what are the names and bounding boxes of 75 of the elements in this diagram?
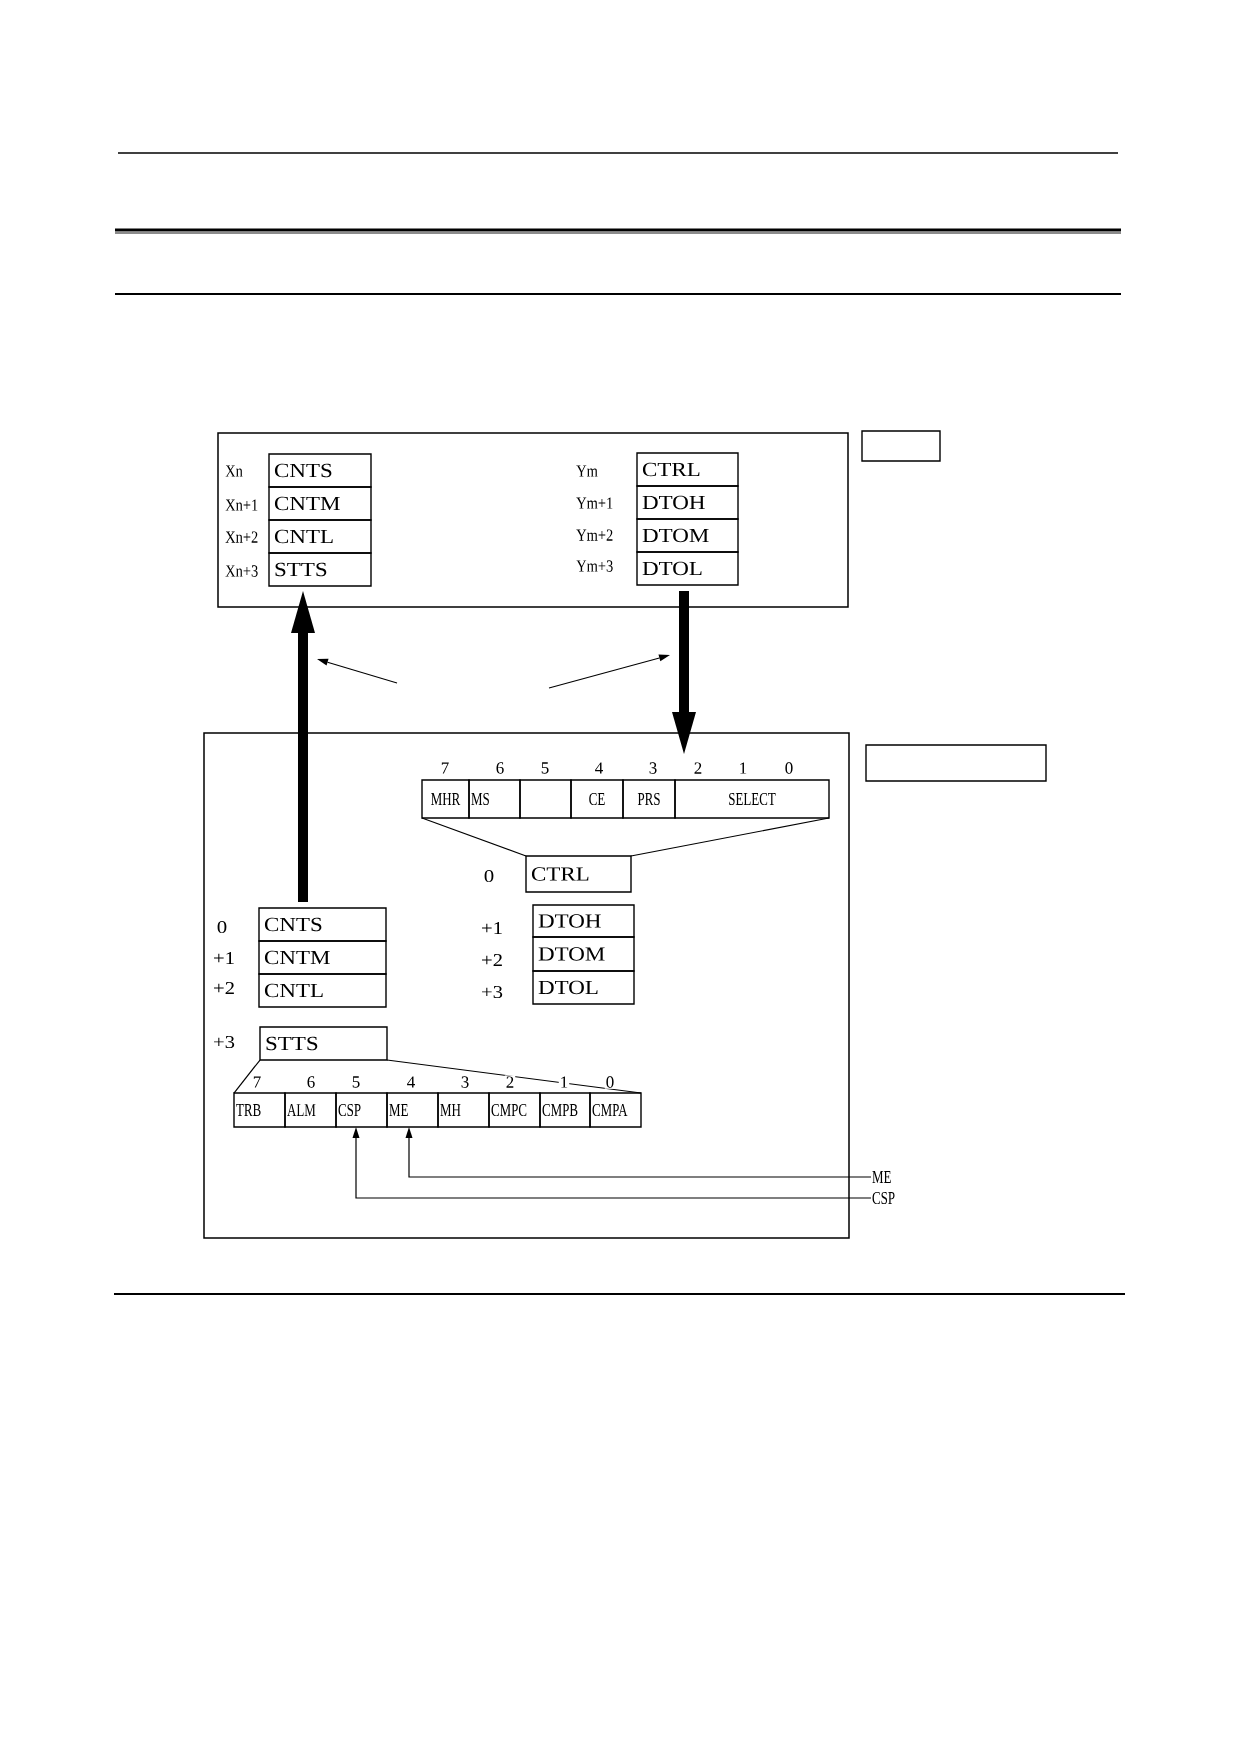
- address-label: +3: [214, 1035, 235, 1049]
- arrow: [405, 1127, 872, 1178]
- signal-label: ME: [872, 1171, 891, 1183]
- register-cell: CTRL: [636, 452, 739, 487]
- register-cell: STTS: [268, 552, 372, 587]
- register-cell: DTOM: [636, 518, 739, 553]
- bit-cell: CMPC: [488, 1092, 541, 1128]
- register-cell: CNTL: [268, 519, 372, 554]
- bit-number: 6: [305, 1075, 317, 1089]
- address-label: +2: [482, 954, 502, 966]
- bit-cell: [519, 779, 572, 819]
- bit-number: 7: [251, 1075, 263, 1089]
- connector-line: [233, 1059, 261, 1094]
- register-cell: DTOH: [636, 485, 739, 520]
- empty-box: [865, 744, 1047, 782]
- address-label: Ym+2: [576, 529, 613, 541]
- bit-cell: PRS: [622, 779, 676, 819]
- arrow: [352, 1127, 872, 1199]
- bit-cell: MH: [437, 1092, 490, 1128]
- register-cell: CNTM: [268, 486, 372, 521]
- bit-number: 4: [593, 761, 605, 775]
- address-label: Ym+1: [576, 497, 613, 509]
- register-cell: CTRL: [525, 855, 632, 893]
- bit-number: 3: [459, 1075, 471, 1089]
- register-cell: CNTL: [258, 973, 387, 1008]
- address-label: Xn+3: [225, 565, 258, 577]
- bit-number: 5: [539, 761, 551, 775]
- bit-number: 4: [405, 1075, 417, 1089]
- bit-number: 5: [350, 1075, 362, 1089]
- address-label: 0: [484, 869, 494, 883]
- bit-cell: MS: [468, 779, 521, 819]
- register-cell: DTOL: [636, 551, 739, 586]
- bit-cell: ME: [386, 1092, 439, 1128]
- connector-line: [421, 817, 527, 857]
- address-label: Ym: [576, 465, 598, 477]
- bit-number: 3: [647, 761, 659, 775]
- bit-cell: CSP: [335, 1092, 388, 1128]
- bit-number: 2: [504, 1075, 516, 1089]
- connector-line: [630, 817, 830, 857]
- signal-label: CSP: [872, 1191, 895, 1205]
- address-label: Xn+1: [225, 499, 258, 511]
- register-cell: STTS: [259, 1026, 388, 1061]
- register-cell: CNTS: [268, 453, 372, 488]
- address-label: Xn: [225, 465, 243, 477]
- bit-number: 1: [737, 761, 749, 775]
- bit-cell: SELECT: [674, 779, 830, 819]
- connector-line: [386, 1059, 642, 1094]
- register-cell: CNTS: [258, 907, 387, 942]
- address-label: +1: [482, 922, 502, 934]
- bit-cell: CE: [570, 779, 624, 819]
- address-label: 0: [217, 920, 227, 934]
- bit-number: 1: [558, 1075, 570, 1089]
- thick-arrow: [672, 591, 696, 754]
- bit-cell: TRB: [233, 1092, 286, 1128]
- bit-number: 6: [494, 761, 506, 775]
- bit-cell: CMPA: [589, 1092, 642, 1128]
- address-label: Xn+2: [225, 531, 258, 543]
- register-cell: DTOH: [532, 904, 635, 938]
- register-cell: DTOM: [532, 936, 635, 972]
- bit-cell: MHR: [421, 779, 470, 819]
- address-label: +1: [214, 952, 234, 964]
- empty-box: [861, 430, 941, 462]
- register-cell: CNTM: [258, 940, 387, 975]
- bit-number: 2: [692, 761, 704, 775]
- bit-cell: CMPB: [539, 1092, 591, 1128]
- bit-cell: ALM: [284, 1092, 337, 1128]
- thick-arrow: [291, 591, 315, 902]
- bit-number: 0: [604, 1075, 616, 1089]
- panel-frame: [217, 432, 849, 608]
- register-cell: DTOL: [532, 970, 635, 1005]
- address-label: Ym+3: [576, 560, 613, 572]
- panel-frame: [203, 732, 850, 1239]
- address-label: +2: [214, 982, 234, 994]
- bit-number: 7: [439, 761, 451, 775]
- address-label: +3: [482, 985, 503, 999]
